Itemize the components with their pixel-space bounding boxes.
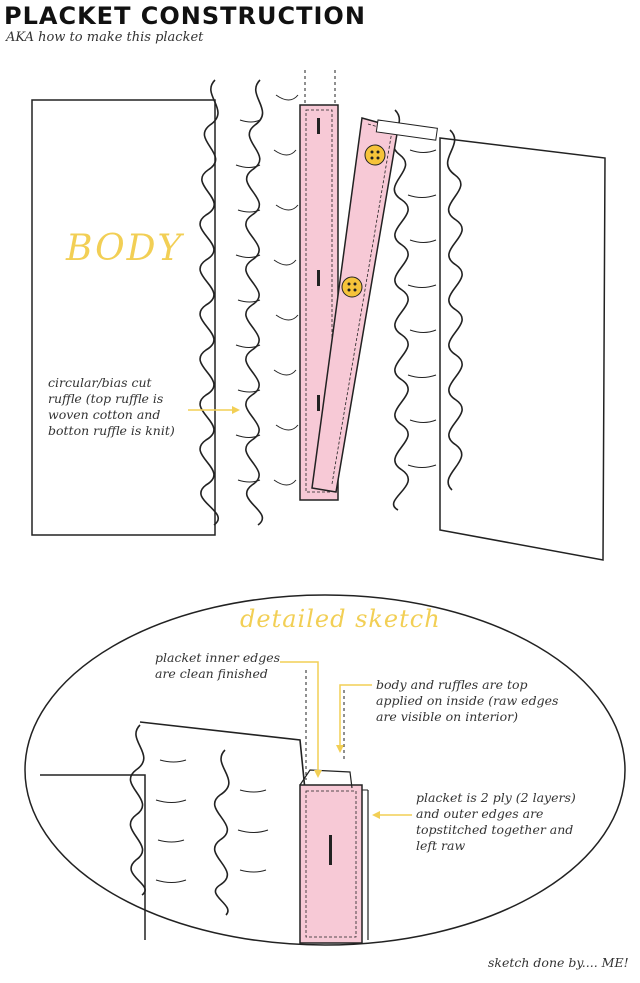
credit-text: sketch done by.... ME! [488,955,629,970]
detail-ellipse [24,594,626,946]
button-lower [341,276,363,298]
button-top [364,144,386,166]
inner-edges-note: placket inner edges are clean finished [155,650,281,681]
right-ruffle [392,109,463,511]
detail-label: detailed sketch [240,605,441,633]
detail-placket [299,769,369,944]
right-placket [311,117,438,493]
detail-ruffle [129,721,306,916]
ply-note: placket is 2 ply (2 layers) and outer ed… [416,790,576,853]
body-ruffles-note: body and ruffles are top applied on insi… [376,677,559,724]
page-subtitle: AKA how to make this placket [6,30,204,45]
detail-annotation-lines [280,661,412,816]
left-ruffle [199,79,299,526]
body-label: BODY [66,228,184,269]
body-panel-left [31,99,216,536]
body-panel-right [439,137,606,561]
ruffle-note: circular/bias cut ruffle (top ruffle is … [48,375,175,438]
page-title: PLACKET CONSTRUCTION [4,2,366,30]
